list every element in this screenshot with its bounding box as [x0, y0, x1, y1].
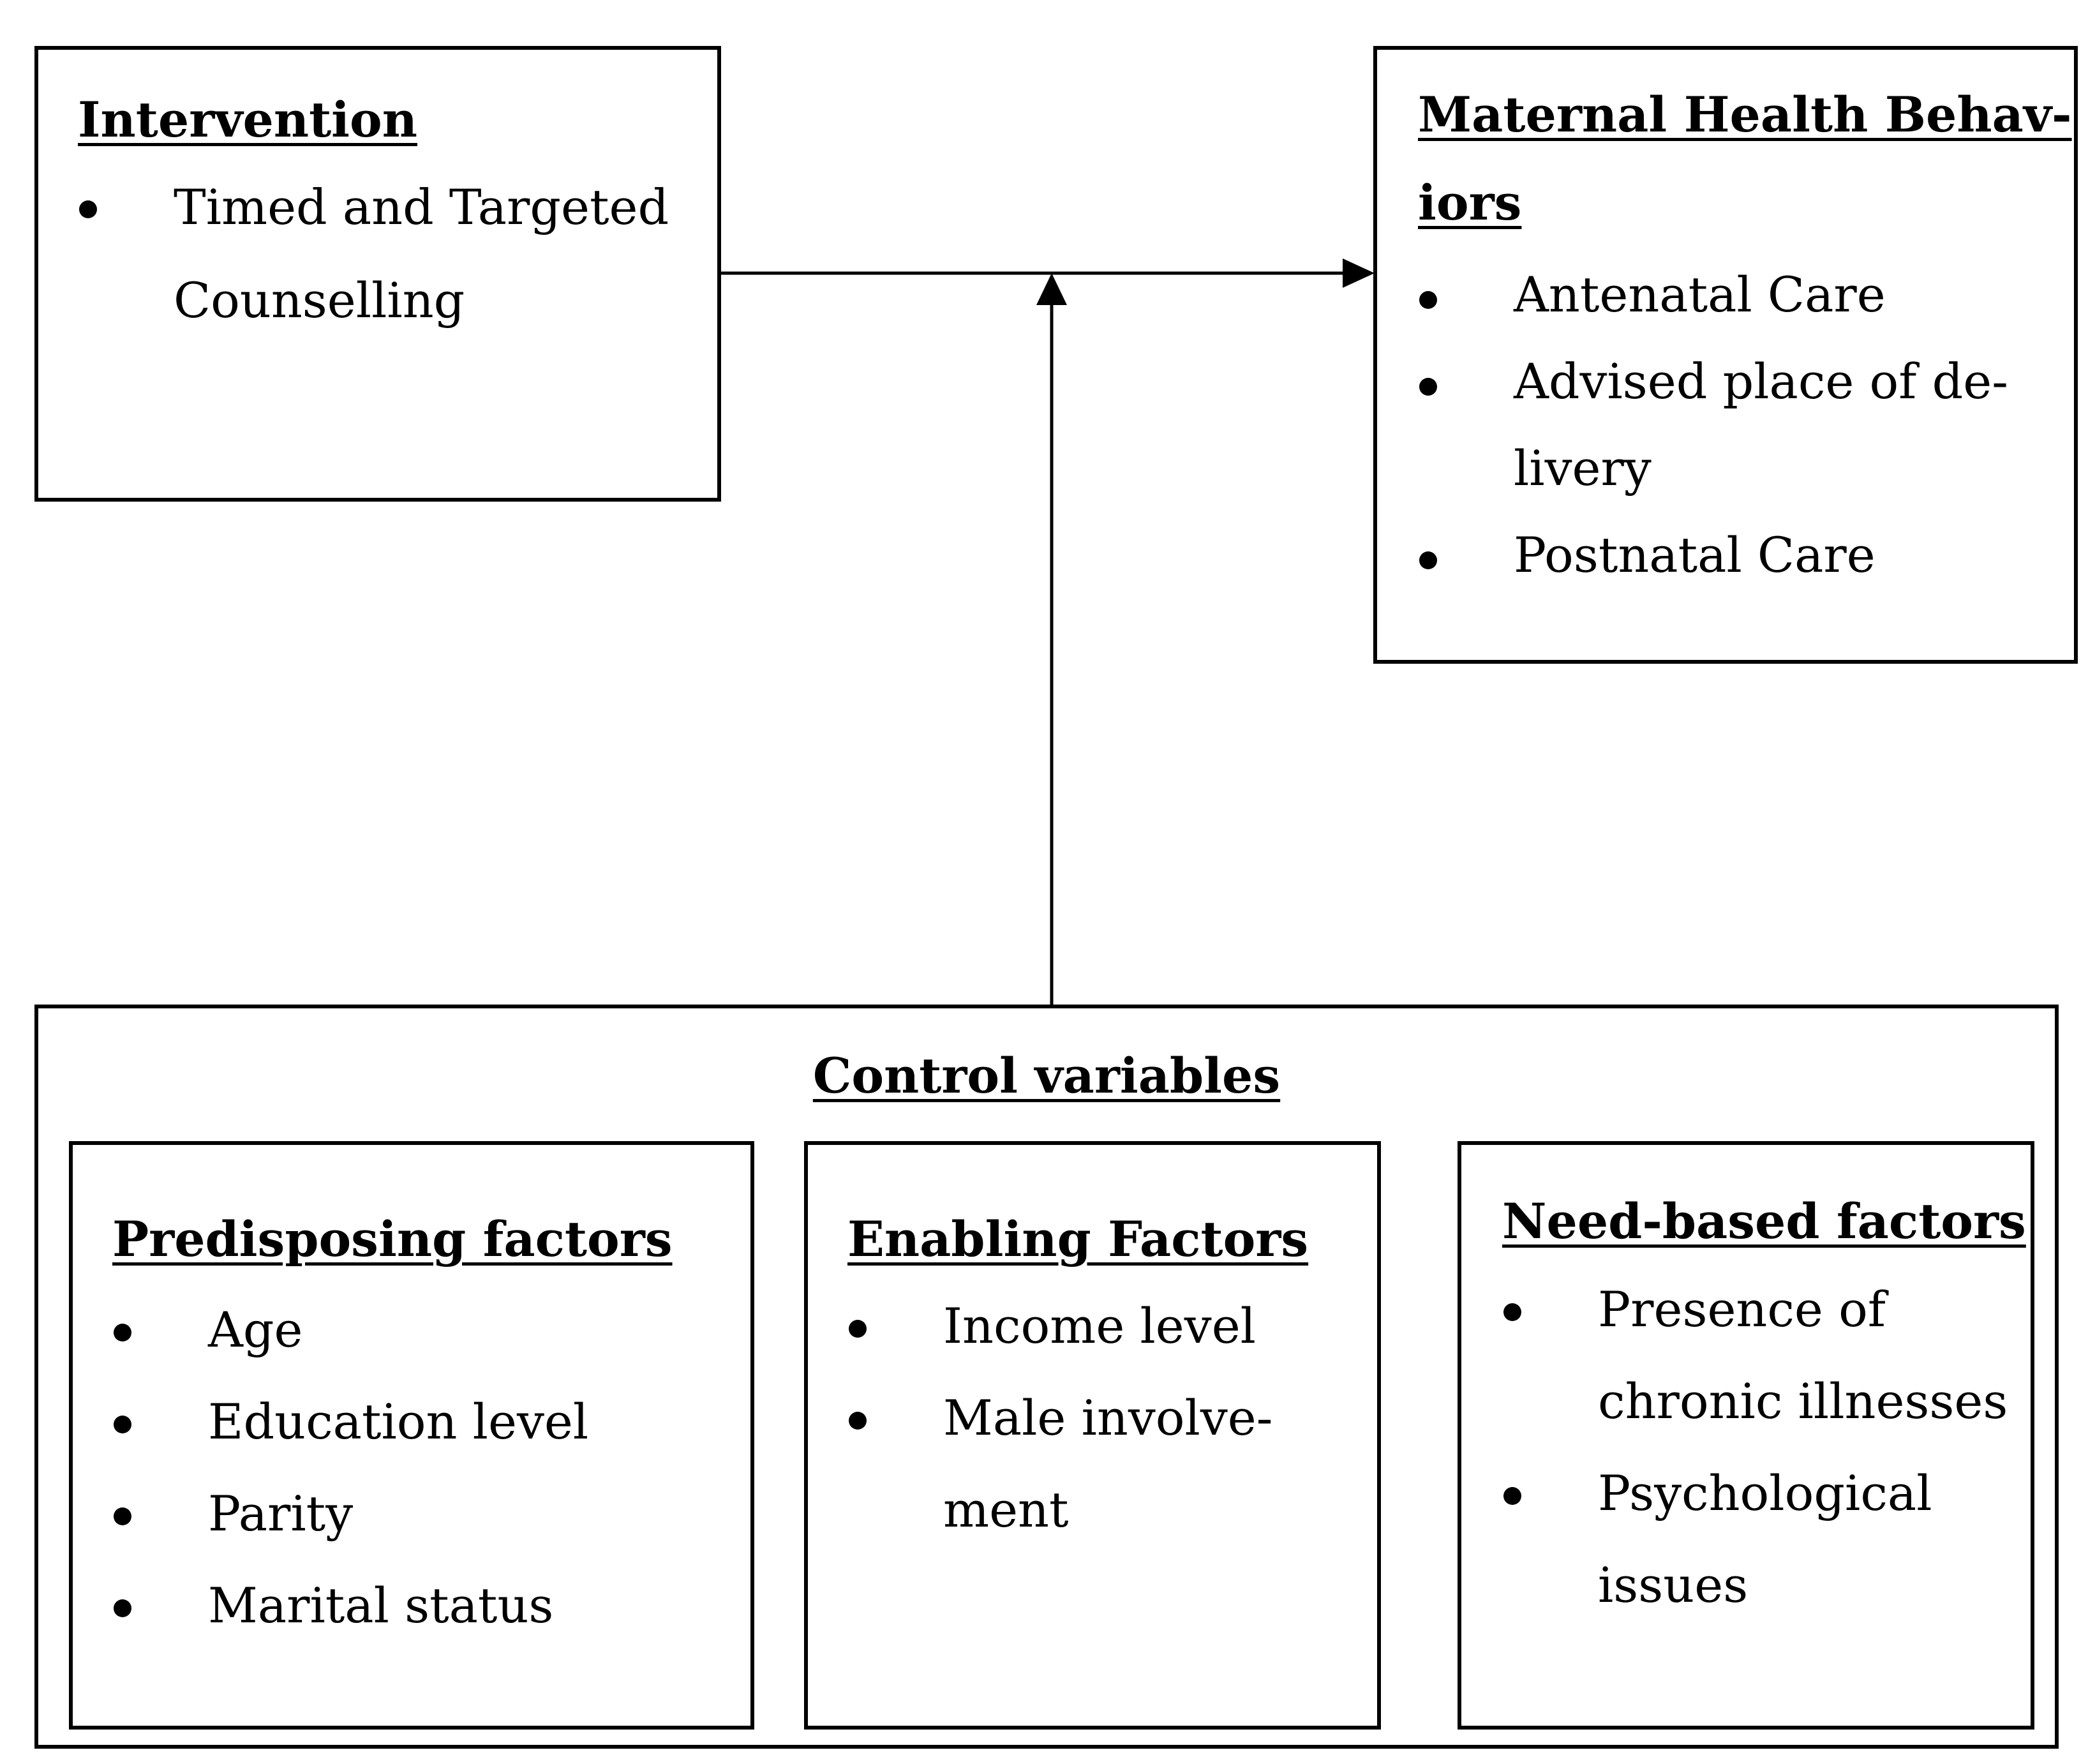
outcome-title-line2: iors: [1418, 174, 1522, 231]
control-variables-title: Control variables: [812, 1047, 1281, 1104]
enabling-list: Income level Male involve- ment: [847, 1280, 1358, 1556]
need-based-item-1: Presence of chronic illnesses: [1598, 1281, 2008, 1430]
outcome-title-line1: Maternal Health Behav-: [1418, 86, 2072, 143]
enabling-item-1: Income level: [943, 1297, 1256, 1354]
outcome-arrowhead: [1343, 258, 1375, 288]
predisposing-factors-title: Predisposing factors: [112, 1211, 673, 1267]
need-based-item-2: Psychological issues: [1598, 1465, 1932, 1613]
list-item: Age: [112, 1284, 725, 1376]
intervention-item-1: Timed and Targeted Counselling: [174, 179, 669, 329]
list-item: Education level: [112, 1376, 725, 1468]
outcome-item-3: Postnatal Care: [1514, 527, 1875, 583]
list-item: Income level: [847, 1280, 1358, 1372]
predisposing-item-4: Marital status: [208, 1577, 554, 1634]
outcome-box: Maternal Health Behav- iors Antenatal Ca…: [1373, 46, 2078, 664]
outcome-item-1: Antenatal Care: [1514, 266, 1886, 323]
predisposing-item-2: Education level: [208, 1393, 589, 1450]
list-item: Male involve- ment: [847, 1372, 1358, 1556]
list-item: Parity: [112, 1468, 725, 1560]
intervention-title: Intervention: [78, 91, 417, 148]
control-variables-box: Control variables Predisposing factors A…: [34, 1005, 2059, 1749]
list-item: Timed and Targeted Counselling: [78, 161, 678, 347]
moderation-arrowhead: [1036, 273, 1067, 305]
intervention-box: Intervention Timed and Targeted Counsell…: [34, 46, 721, 502]
list-item: Advised place of de- livery: [1418, 338, 2050, 512]
need-based-factors-title: Need-based factors: [1502, 1193, 2026, 1250]
outcome-list: Antenatal Care Advised place of de- live…: [1418, 251, 2050, 599]
enabling-factors-title: Enabling Factors: [847, 1211, 1309, 1267]
predisposing-list: Age Education level Parity Marital statu…: [112, 1284, 725, 1652]
outcome-item-2: Advised place of de- livery: [1514, 353, 2008, 497]
predisposing-item-3: Parity: [208, 1485, 354, 1542]
enabling-factors-box: Enabling Factors Income level Male invol…: [804, 1141, 1381, 1730]
list-item: Postnatal Care: [1418, 512, 2050, 599]
predisposing-factors-box: Predisposing factors Age Education level…: [69, 1141, 754, 1730]
intervention-list: Timed and Targeted Counselling: [78, 179, 678, 347]
predisposing-item-1: Age: [208, 1301, 303, 1358]
list-item: Psychological issues: [1502, 1447, 2019, 1631]
list-item: Marital status: [112, 1560, 725, 1652]
enabling-item-2: Male involve- ment: [943, 1389, 1273, 1538]
need-based-list: Presence of chronic illnesses Psychologi…: [1502, 1264, 2019, 1631]
list-item: Antenatal Care: [1418, 251, 2050, 338]
list-item: Presence of chronic illnesses: [1502, 1264, 2019, 1447]
need-based-factors-box: Need-based factors Presence of chronic i…: [1458, 1141, 2034, 1730]
